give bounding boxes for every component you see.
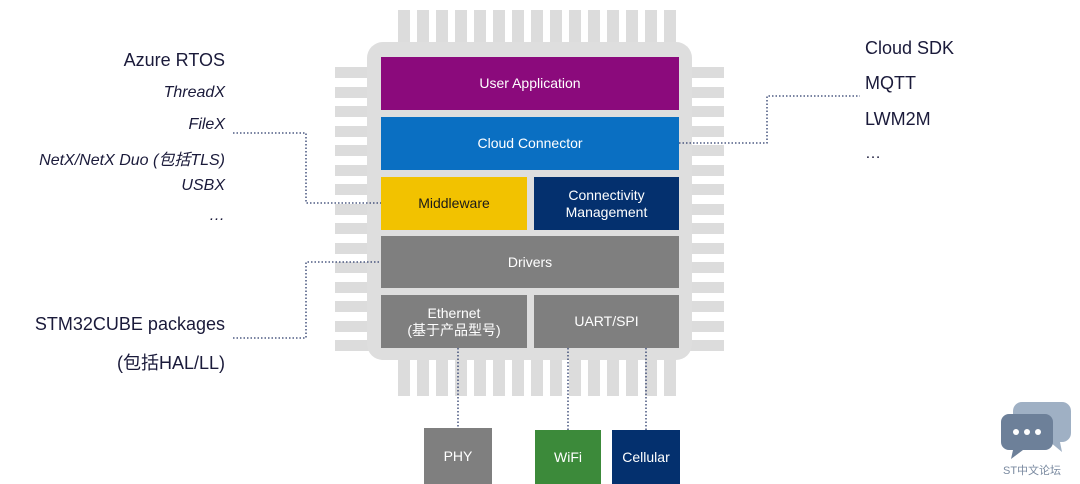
- chip-pin: [335, 320, 369, 332]
- cloud-sdk-label: Cloud SDK: [865, 38, 955, 58]
- chip-pin: [436, 10, 448, 44]
- chip-pin: [493, 10, 505, 44]
- middleware-block: Middleware: [381, 177, 527, 230]
- chip-pin: [550, 358, 562, 396]
- chip-pin: [690, 86, 724, 98]
- cloud-connector-block: Cloud Connector: [381, 117, 679, 170]
- chip-pin: [690, 164, 724, 176]
- chip-pin: [335, 106, 369, 117]
- chip-pin: [588, 10, 600, 44]
- chip-pin: [550, 10, 562, 44]
- chip-pin: [690, 125, 724, 137]
- watermark-text: ST中文论坛: [1003, 465, 1062, 477]
- chip-pin: [512, 358, 524, 396]
- usbx-label: USBX: [181, 177, 225, 194]
- netx-label: NetX/NetX Duo (包括TLS): [39, 152, 225, 169]
- ellipsis-right-label: …: [865, 145, 881, 162]
- chip-pin: [569, 10, 581, 44]
- chat-bubbles-icon: [1001, 402, 1071, 459]
- chip-pin: [626, 358, 638, 396]
- chip-pin: [398, 10, 410, 44]
- chip-pin: [335, 203, 369, 215]
- chip-pin: [335, 145, 369, 156]
- chip-pin: [335, 223, 369, 234]
- chip-pin: [335, 301, 369, 312]
- chip-pin: [417, 358, 429, 396]
- lwm2m-label: LWM2M: [865, 109, 931, 129]
- connectivity-management-block: Connectivity Management: [534, 177, 679, 230]
- chip-pin: [436, 358, 448, 396]
- cellular-block: Cellular: [612, 430, 680, 484]
- threadx-label: ThreadX: [163, 84, 225, 101]
- chip-pin: [607, 10, 619, 44]
- chip-pin: [690, 281, 724, 293]
- chip-pin: [690, 340, 724, 351]
- chip-pin: [335, 242, 369, 254]
- chip-pin: [690, 184, 724, 195]
- wifi-block: WiFi: [535, 430, 601, 484]
- chip-pin: [690, 301, 724, 312]
- filex-label: FileX: [188, 116, 225, 133]
- chip-pin: [690, 242, 724, 254]
- chip-pin: [335, 281, 369, 293]
- chip-pin: [493, 358, 505, 396]
- chip-pin: [569, 358, 581, 396]
- chip-pin: [335, 262, 369, 273]
- stm32cube-label: STM32CUBE packages: [34, 314, 225, 334]
- chip-pin: [335, 184, 369, 195]
- chip-pin: [626, 10, 638, 44]
- chip-pin: [690, 262, 724, 273]
- chip-pin: [607, 358, 619, 396]
- hal-ll-label: (包括HAL/LL): [116, 353, 225, 373]
- azure-rtos-label: Azure RTOS: [123, 50, 225, 70]
- ellipsis-left-label: …: [209, 207, 225, 224]
- ethernet-block: Ethernet (基于产品型号): [381, 295, 527, 348]
- chip-pin: [398, 358, 410, 396]
- chip-pin: [512, 10, 524, 44]
- chip-pin: [335, 340, 369, 351]
- chip-pin: [690, 320, 724, 332]
- chip-pin: [690, 67, 724, 78]
- chip-pin: [645, 358, 657, 396]
- chip-pin: [474, 10, 486, 44]
- chip-pin: [664, 10, 676, 44]
- chip-pin: [531, 10, 543, 44]
- chip-pin: [664, 358, 676, 396]
- drivers-block: Drivers: [381, 236, 679, 288]
- uart-spi-block: UART/SPI: [534, 295, 679, 348]
- chip-pin: [645, 10, 657, 44]
- chip-pin: [335, 86, 369, 98]
- chip-pin: [690, 203, 724, 215]
- chip-pin: [455, 10, 467, 44]
- mqtt-label: MQTT: [865, 73, 916, 93]
- chip-pin: [531, 358, 543, 396]
- chip-pin: [335, 125, 369, 137]
- chip-pin: [690, 106, 724, 117]
- chip-pin: [474, 358, 486, 396]
- chip-pin: [335, 164, 369, 176]
- phy-block: PHY: [424, 428, 492, 484]
- chip-pin: [335, 67, 369, 78]
- chip-pin: [417, 10, 429, 44]
- chip-pin: [588, 358, 600, 396]
- user-application-block: User Application: [381, 57, 679, 110]
- chip-pin: [690, 145, 724, 156]
- chip-pin: [690, 223, 724, 234]
